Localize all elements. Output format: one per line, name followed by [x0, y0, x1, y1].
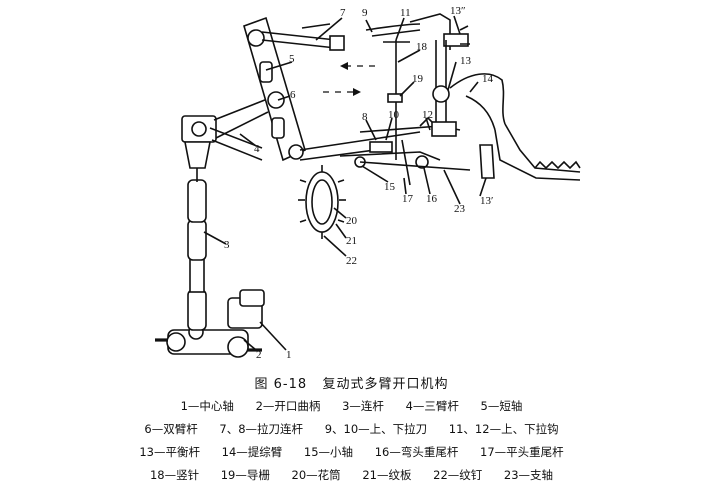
callout-8: 8: [362, 111, 368, 123]
callout-4: 4: [254, 143, 260, 155]
callout-13-prime: 13′: [480, 195, 493, 207]
lower-knife-assembly: [299, 116, 461, 161]
callout-16: 16: [426, 193, 438, 205]
callout-19: 19: [412, 73, 424, 85]
callout-17: 17: [402, 193, 414, 205]
callout-10: 10: [388, 109, 400, 121]
legend-item: 17—平头重尾杆: [480, 445, 564, 459]
callout-14: 14: [482, 73, 494, 85]
legend-item: 6—双臂杆: [144, 422, 198, 436]
legend-item: 11、12—上、下拉钩: [448, 422, 559, 436]
legend-item: 7、8—拉刀连杆: [219, 422, 304, 436]
callout-11: 11: [400, 7, 411, 19]
callout-12: 12: [422, 109, 433, 121]
legend-item: 22—纹钉: [433, 468, 483, 482]
callout-7: 7: [340, 7, 346, 19]
legend-item: 2—开口曲柄: [255, 399, 321, 413]
legend-row-1: 1—中心轴 2—开口曲柄 3—连杆 4—三臂杆 5—短轴: [0, 398, 703, 414]
callout-13-dprime: 13″: [450, 5, 466, 17]
callout-23: 23: [454, 203, 466, 215]
callout-20: 20: [346, 215, 358, 227]
callout-22: 22: [346, 255, 357, 267]
connecting-rod: [187, 150, 207, 331]
legend-item: 13—平衡杆: [139, 445, 200, 459]
legend-item: 18—竖针: [149, 468, 200, 482]
legend-item: 9、10—上、下拉刀: [324, 422, 428, 436]
callout-5: 5: [289, 53, 295, 65]
upper-knife: [365, 23, 421, 37]
callouts: 7 9 11 13″ 18 5 13 14 6 19 4 8 10 12 15 …: [224, 5, 494, 361]
legend-item: 15—小轴: [303, 445, 354, 459]
knife-link-upper: [261, 23, 345, 51]
callout-2: 2: [256, 349, 262, 361]
figure-title: 复动式多臂开口机构: [322, 377, 449, 392]
callout-6: 6: [290, 89, 296, 101]
legend-item: 4—三臂杆: [405, 399, 459, 413]
legend-row-3: 13—平衡杆 14—提综臂 15—小轴 16—弯头重尾杆 17—平头重尾杆: [0, 444, 703, 460]
callout-3: 3: [224, 239, 230, 251]
legend-item: 5—短轴: [480, 399, 523, 413]
legend-row-2: 6—双臂杆 7、8—拉刀连杆 9、10—上、下拉刀 11、12—上、下拉钩: [0, 421, 703, 437]
upper-hook: [409, 13, 470, 130]
figure-label: 图 6-18: [254, 377, 308, 392]
mechanism-diagram: 7 9 11 13″ 18 5 13 14 6 19 4 8 10 12 15 …: [155, 5, 581, 361]
legend-item: 3—连杆: [342, 399, 384, 413]
pattern-drum: [298, 165, 346, 239]
double-arm-lever: [243, 16, 306, 162]
callout-1: 1: [286, 349, 292, 361]
callout-15: 15: [384, 181, 396, 193]
legend-item: 21—纹板: [362, 468, 412, 482]
needle-and-grid: [383, 40, 410, 160]
callout-9: 9: [362, 7, 368, 19]
crank-assembly: [155, 289, 265, 358]
legend-item: 19—导栅: [220, 468, 270, 482]
callout-18: 18: [416, 41, 428, 53]
callout-13: 13: [460, 55, 472, 67]
three-arm-lever: [181, 95, 276, 169]
callout-21: 21: [346, 235, 357, 247]
legend-item: 1—中心轴: [180, 399, 234, 413]
motion-arrows: [323, 62, 378, 96]
legend-item: 20—花筒: [291, 468, 341, 482]
legend-row-4: 18—竖针 19—导栅 20—花筒 21—纹板 22—纹钉 23—支轴: [0, 467, 703, 483]
lifting-arm: [432, 73, 581, 181]
tail-levers: [339, 139, 471, 186]
legend-item: 14—提综臂: [221, 445, 283, 459]
legend-item: 16—弯头重尾杆: [374, 445, 459, 459]
leader-lines: [203, 15, 487, 351]
figure-caption: 图 6-18 复动式多臂开口机构: [0, 373, 703, 392]
legend-item: 23—支轴: [503, 468, 554, 482]
